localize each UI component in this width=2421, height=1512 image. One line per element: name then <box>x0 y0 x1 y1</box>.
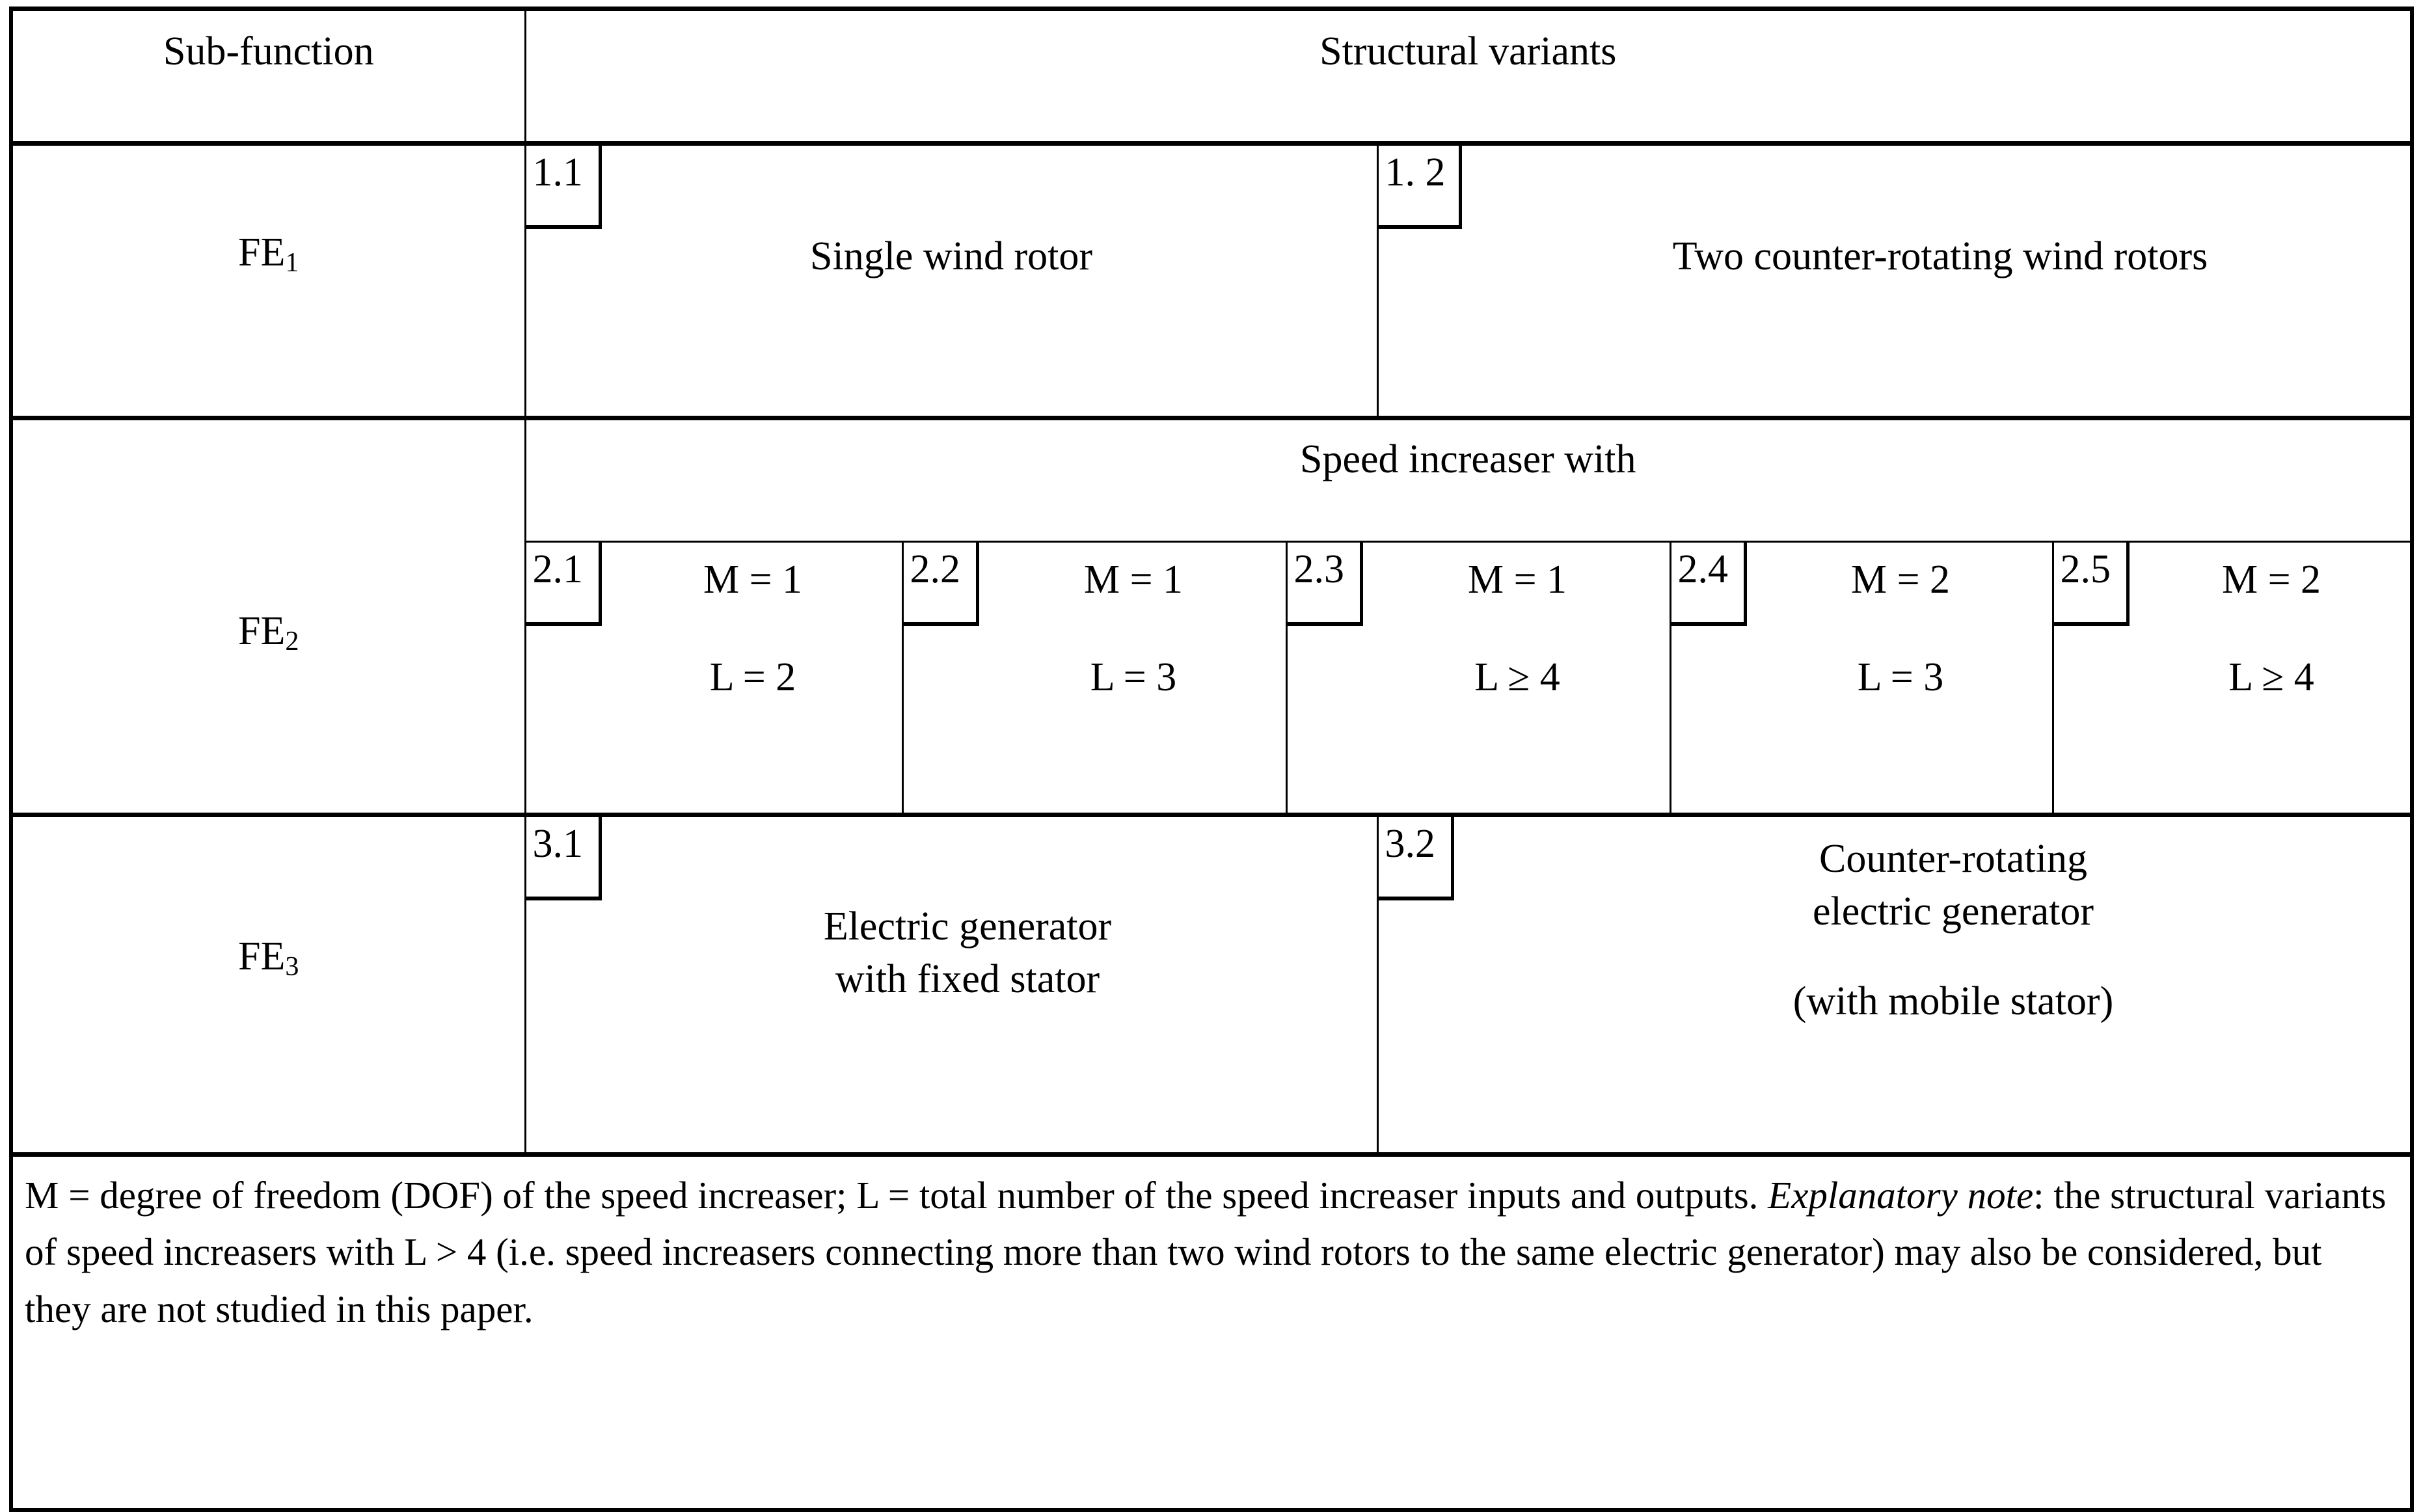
variant-tag-2-1: 2.1 <box>526 543 602 626</box>
row-label-fe2-base: FE <box>238 609 286 653</box>
row-label-fe3-sub: 3 <box>285 951 299 982</box>
row-label-fe2: FE2 <box>13 420 524 657</box>
header-label-structural-variants: Structural variants <box>1319 29 1617 74</box>
variant-line2-3-1: with fixed stator <box>835 956 1100 1001</box>
variant-tag-3-2: 3.2 <box>1378 817 1454 900</box>
structural-variants-table: Sub-function Structural variants FE1 1.1… <box>9 7 2414 1512</box>
variant-cell-3-2[interactable]: 3.2 Counter-rotating electric generator … <box>1378 817 2411 1152</box>
variant-line2-2-3: L ≥ 4 <box>1474 655 1560 699</box>
row-label-fe3: FE3 <box>13 817 524 982</box>
row-label-cell-fe1: FE1 <box>9 141 526 419</box>
table: Sub-function Structural variants FE1 1.1… <box>9 7 2414 1512</box>
table-row-fe2-variants: 2.1 M = 1 L = 2 2.2 M = 1 L = 3 <box>11 541 2414 816</box>
row-label-fe1: FE1 <box>13 146 524 278</box>
variant-line2-2-4: L = 3 <box>1857 655 1944 699</box>
variant-line1-2-1: M = 1 <box>703 558 803 602</box>
variant-text-1-2: Two counter-rotating wind rotors <box>1672 234 2208 278</box>
variant-line1-2-3: M = 1 <box>1467 558 1567 602</box>
group-title-cell-fe2: Speed increaser with <box>524 416 2414 542</box>
variants-cell-fe2: 2.1 M = 1 L = 2 2.2 M = 1 L = 3 <box>524 541 2414 816</box>
variant-line1-2-5: M = 2 <box>2221 558 2321 602</box>
variant-group-fe2: 2.1 M = 1 L = 2 2.2 M = 1 L = 3 <box>526 543 2411 813</box>
variant-line1-3-2: Counter-rotating <box>1819 837 2087 881</box>
variant-cell-3-1[interactable]: 3.1 Electric generator with fixed stator <box>526 817 1379 1152</box>
variant-line1-2-2: M = 1 <box>1083 558 1183 602</box>
variant-tag-2-4: 2.4 <box>1671 543 1747 626</box>
variant-cell-2-4[interactable]: 2.4 M = 2 L = 3 <box>1671 543 2054 813</box>
variant-cell-2-3[interactable]: 2.3 M = 1 L ≥ 4 <box>1287 543 1671 813</box>
variant-text-3-1: Electric generator with fixed stator <box>526 817 1377 1005</box>
row-label-cell-fe2: FE2 <box>9 416 526 816</box>
variant-line2-3-2: electric generator <box>1813 889 2094 934</box>
table-row-fe2-title: FE2 Speed increaser with <box>9 416 2414 816</box>
footnote-part1: M = degree of freedom (DOF) of the speed… <box>25 1174 1768 1217</box>
variant-text-1-1: Single wind rotor <box>810 234 1092 278</box>
variant-cell-1-2[interactable]: 1. 2 Two counter-rotating wind rotors <box>1378 146 2411 416</box>
variant-tag-2-5: 2.5 <box>2053 543 2130 626</box>
row-label-fe1-sub: 1 <box>285 247 299 278</box>
variant-tag-1-1: 1.1 <box>526 146 602 229</box>
row-label-fe2-sub: 2 <box>285 626 299 657</box>
variant-line1-3-1: Electric generator <box>823 904 1112 949</box>
variant-line1-2-4: M = 2 <box>1850 558 1951 602</box>
variant-cell-1-1[interactable]: 1.1 Single wind rotor <box>526 146 1379 416</box>
variant-cell-2-5[interactable]: 2.5 M = 2 L ≥ 4 <box>2053 543 2411 813</box>
header-label-subfunction: Sub-function <box>163 29 374 74</box>
variant-text-2-2: M = 1 L = 3 <box>904 543 1286 697</box>
footnote-emphasis: Explanatory note <box>1768 1174 2034 1217</box>
variant-cell-2-1[interactable]: 2.1 M = 1 L = 2 <box>526 543 904 813</box>
variant-spacer-3-2 <box>1496 938 2411 975</box>
variants-cell-fe3: 3.1 Electric generator with fixed stator… <box>524 813 2414 1155</box>
header-cell-subfunction: Sub-function <box>9 7 526 144</box>
footnote-text: M = degree of freedom (DOF) of the speed… <box>13 1157 2410 1338</box>
variant-line2-2-5: L ≥ 4 <box>2228 655 2314 699</box>
variant-text-3-2: Counter-rotating electric generator (wit… <box>1379 817 2411 1028</box>
variants-cell-fe1: 1.1 Single wind rotor 1. 2 Two counter-r… <box>524 141 2414 419</box>
row-label-fe3-base: FE <box>238 934 286 979</box>
variant-group-fe3: 3.1 Electric generator with fixed stator… <box>526 817 2411 1152</box>
variant-text-2-1: M = 1 L = 2 <box>526 543 902 697</box>
variant-text-2-5: M = 2 L ≥ 4 <box>2054 543 2411 697</box>
variant-tag-1-2: 1. 2 <box>1378 146 1462 229</box>
variant-line2-2-2: L = 3 <box>1090 655 1177 699</box>
variant-text-2-4: M = 2 L = 3 <box>1671 543 2052 697</box>
table-row-footnote: M = degree of freedom (DOF) of the speed… <box>9 1152 2414 1512</box>
footnote-part2: : the structural variants of speed incre… <box>25 1174 2387 1330</box>
variant-line2-2-1: L = 2 <box>709 655 796 699</box>
variant-cell-2-2[interactable]: 2.2 M = 1 L = 3 <box>903 543 1288 813</box>
table-row-fe3: FE3 3.1 Electric generator with fixed st… <box>9 813 2414 1155</box>
variant-line3-3-2: (with mobile stator) <box>1792 979 2114 1024</box>
table-header-row: Sub-function Structural variants <box>9 7 2414 144</box>
row-label-cell-fe3: FE3 <box>9 813 526 1155</box>
group-title-fe2: Speed increaser with <box>1300 437 1636 481</box>
variant-group-fe1: 1.1 Single wind rotor 1. 2 Two counter-r… <box>526 146 2411 416</box>
variant-tag-2-2: 2.2 <box>903 543 979 626</box>
row-label-fe1-base: FE <box>238 230 286 275</box>
variant-tag-3-1: 3.1 <box>526 817 602 900</box>
footnote-cell: M = degree of freedom (DOF) of the speed… <box>9 1152 2414 1512</box>
variant-text-2-3: M = 1 L ≥ 4 <box>1288 543 1670 697</box>
header-cell-structural-variants: Structural variants <box>524 7 2414 144</box>
variant-tag-2-3: 2.3 <box>1287 543 1363 626</box>
table-row-fe1: FE1 1.1 Single wind rotor 1. 2 Two count… <box>9 141 2414 419</box>
